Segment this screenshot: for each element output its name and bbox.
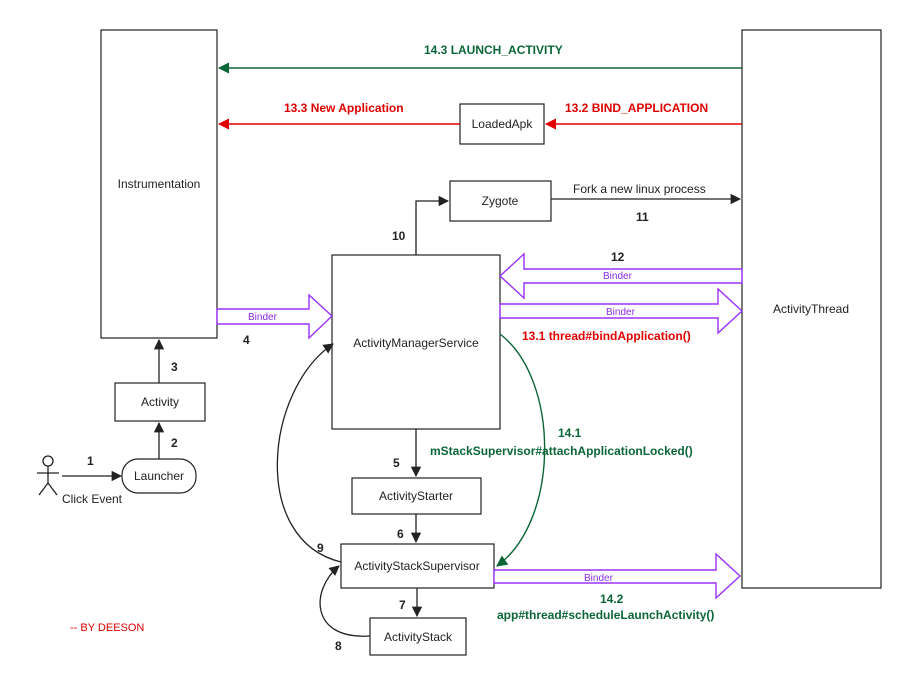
launch-activity-label: 14.3 LAUNCH_ACTIVITY xyxy=(424,43,563,57)
loaded-apk-box: LoadedApk xyxy=(459,103,545,145)
binder-arrow-supervisor-to-activitythread xyxy=(493,552,742,600)
arrow-attach-application xyxy=(496,333,546,567)
step-10-label: 10 xyxy=(392,229,406,243)
activity-thread-label: ActivityThread xyxy=(773,302,849,316)
step-5-label: 5 xyxy=(393,456,400,470)
activity-stack-label: ActivityStack xyxy=(384,630,453,644)
bind-application-call-label: 13.1 thread#bindApplication() xyxy=(522,329,691,343)
author-credit: -- BY DEESON xyxy=(70,622,144,634)
zygote-box: Zygote xyxy=(449,180,552,222)
launcher-box: Launcher xyxy=(121,458,197,494)
attach-call-label: mStackSupervisor#attachApplicationLocked… xyxy=(430,444,693,458)
attach-step-label: 14.1 xyxy=(558,426,582,440)
step-1-label: 1 xyxy=(87,454,94,468)
activity-starter-label: ActivityStarter xyxy=(379,489,453,503)
activity-label: Activity xyxy=(141,395,179,409)
step-8-label: 8 xyxy=(335,639,342,653)
launcher-label: Launcher xyxy=(134,469,184,483)
loaded-apk-label: LoadedApk xyxy=(472,117,534,131)
instrumentation-label: Instrumentation xyxy=(118,177,201,191)
ams-label: ActivityManagerService xyxy=(353,336,479,350)
activity-stack-box: ActivityStack xyxy=(369,617,467,656)
activity-stack-supervisor-box: ActivityStackSupervisor xyxy=(340,543,495,589)
ams-box: ActivityManagerService xyxy=(331,254,501,430)
step-3-label: 3 xyxy=(171,360,178,374)
click-event-label: Click Event xyxy=(62,492,123,506)
step-4-label: 4 xyxy=(243,333,250,347)
step-2-label: 2 xyxy=(171,436,178,450)
instrumentation-box: Instrumentation xyxy=(100,29,218,339)
binder-label-14: Binder xyxy=(584,573,614,584)
step-9-label: 9 xyxy=(317,541,324,555)
activity-box: Activity xyxy=(114,382,206,422)
activity-stack-supervisor-label: ActivityStackSupervisor xyxy=(354,559,479,573)
binder-label-12: Binder xyxy=(603,271,633,282)
fork-process-label: Fork a new linux process xyxy=(573,182,706,196)
step-11-label: 11 xyxy=(636,210,649,224)
binder-label-13: Binder xyxy=(606,307,636,318)
stick-figure-icon xyxy=(37,455,59,496)
schedule-step-label: 14.2 xyxy=(600,592,624,606)
step-6-label: 6 xyxy=(397,527,404,541)
arrow-stack-to-supervisor xyxy=(319,565,371,637)
binder-arrow-instrumentation-to-ams xyxy=(216,293,334,340)
step-7-label: 7 xyxy=(399,598,406,612)
binder-arrow-ams-to-activitythread xyxy=(499,287,744,335)
binder-label-4: Binder xyxy=(248,312,278,323)
arrow-ams-to-zygote xyxy=(415,195,450,255)
zygote-label: Zygote xyxy=(482,194,519,208)
schedule-call-label: app#thread#scheduleLaunchActivity() xyxy=(497,608,714,622)
step-12-label: 12 xyxy=(611,250,625,264)
activity-starter-box: ActivityStarter xyxy=(351,477,482,515)
arrow-supervisor-to-ams xyxy=(276,343,342,563)
binder-arrow-activitythread-to-ams xyxy=(498,252,743,300)
activity-thread-box: ActivityThread xyxy=(741,29,882,589)
new-application-label: 13.3 New Application xyxy=(284,101,404,115)
bind-application-label: 13.2 BIND_APPLICATION xyxy=(565,101,708,115)
